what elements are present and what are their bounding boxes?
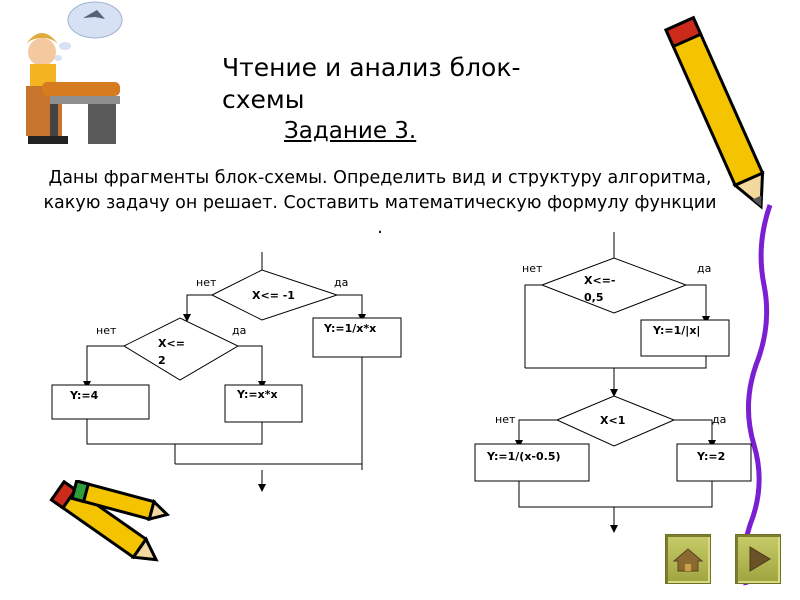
- branch-no-label: нет: [495, 413, 516, 426]
- slide-title: Чтение и анализ блок-схемы: [222, 53, 521, 114]
- process-label: Y:=1/x*x: [323, 322, 376, 335]
- process-y-x-x: Y:=x*x: [224, 384, 303, 423]
- decision-x-lt-1: X<1: [555, 395, 676, 447]
- process-label: Y:=1/|x|: [652, 324, 700, 337]
- play-next-icon: [749, 546, 771, 572]
- decision-label-line1: X<=-: [584, 274, 615, 287]
- decision-x-le-minus0-5: X<=- 0,5: [540, 257, 688, 314]
- branch-no-label: нет: [522, 262, 543, 275]
- process-y-1-x-x: Y:=1/x*x: [312, 317, 402, 358]
- process-label: Y:=4: [69, 389, 99, 402]
- process-label: Y:=1/(x-0.5): [486, 450, 561, 463]
- decision-label-line2: 2: [158, 354, 166, 367]
- task-heading: Задание 3.: [284, 118, 417, 144]
- branch-no-label: нет: [196, 276, 217, 289]
- process-label: Y:=x*x: [236, 388, 278, 401]
- branch-yes-label: да: [232, 324, 246, 337]
- branch-yes-label: да: [334, 276, 348, 289]
- home-icon: [672, 548, 704, 572]
- decision-x-le-2: X<= 2: [122, 317, 240, 381]
- process-y-1-abs-x: Y:=1/|x|: [640, 319, 730, 357]
- decision-label: X<= -1: [252, 289, 295, 302]
- task-description: Даны фрагменты блок-схемы. Определить ви…: [43, 168, 717, 238]
- next-slide-button[interactable]: [735, 534, 781, 584]
- pencils-clipart: [49, 480, 170, 562]
- pencil-clipart: [664, 15, 773, 586]
- decision-label-line1: X<=: [158, 337, 185, 350]
- process-y-1-x-minus-0-5: Y:=1/(x-0.5): [474, 443, 590, 482]
- process-label: Y:=2: [696, 450, 725, 463]
- decision-x-le-minus1: X<= -1: [210, 269, 339, 321]
- decision-label: X<1: [600, 414, 625, 427]
- branch-no-label: нет: [96, 324, 117, 337]
- girl-at-desk-clipart: [26, 1, 123, 144]
- decision-label-line2: 0,5: [584, 291, 604, 304]
- branch-yes-label: да: [712, 413, 726, 426]
- branch-yes-label: да: [697, 262, 711, 275]
- home-button[interactable]: [665, 534, 711, 584]
- process-y-4: Y:=4: [51, 384, 150, 420]
- process-y-2: Y:=2: [676, 443, 752, 482]
